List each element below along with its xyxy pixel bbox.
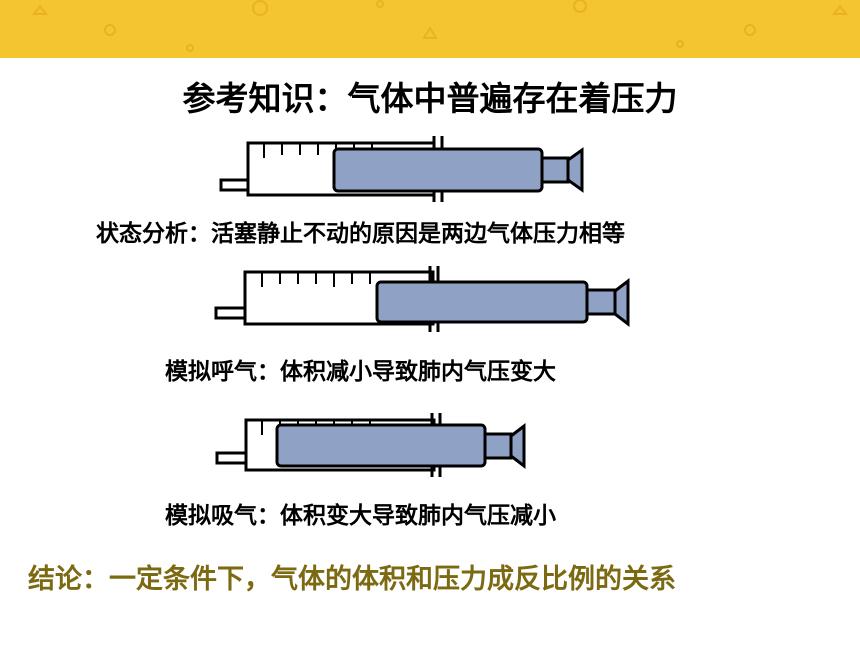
caption-balanced: 状态分析：活塞静止不动的原因是两边气体压力相等 [96,221,625,247]
caption-exhale: 模拟呼气：体积减小导致肺内气压变大 [165,359,556,385]
caption-inhale: 模拟吸气：体积变大导致肺内气压减小 [165,503,556,529]
syringe-inhale [215,413,526,477]
banner-pattern [32,0,848,52]
top-banner [0,0,860,58]
syringe-exhale [214,266,630,332]
page-title: 参考知识：气体中普遍存在着压力 [182,79,678,118]
conclusion-text: 结论：一定条件下，气体的体积和压力成反比例的关系 [28,564,676,595]
syringe-balanced [219,136,584,202]
